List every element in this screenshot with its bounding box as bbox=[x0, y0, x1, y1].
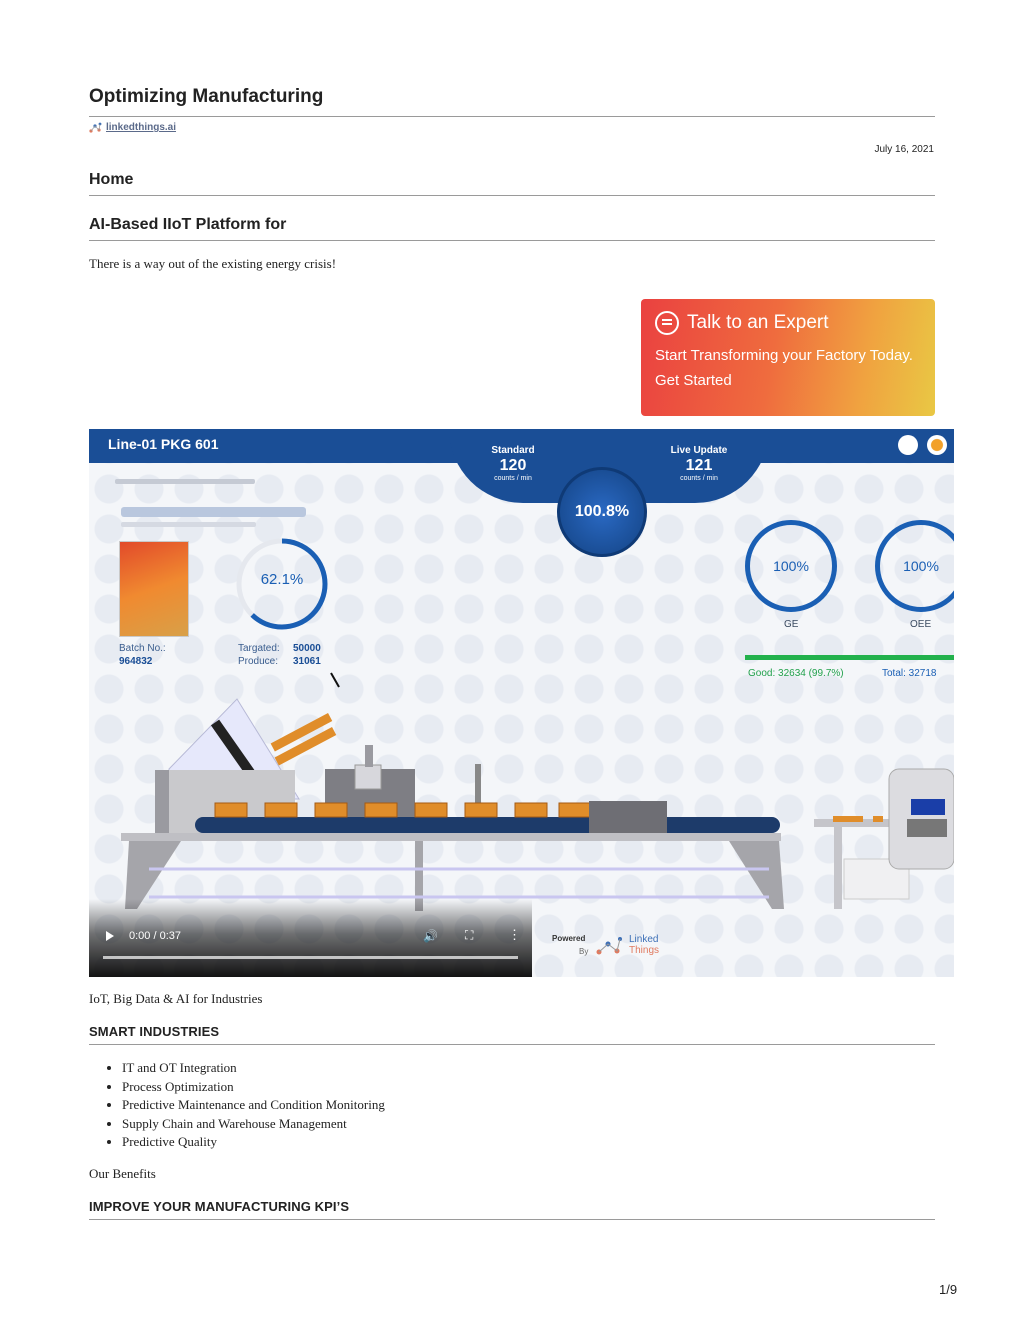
video-time: 0:00 / 0:37 bbox=[129, 930, 181, 942]
publish-date: July 16, 2021 bbox=[874, 144, 935, 155]
good-count: Good: 32634 (99.7%) bbox=[748, 668, 844, 679]
linkedthings-logo-icon bbox=[89, 122, 102, 133]
production-progress-ring bbox=[236, 538, 328, 630]
ge-ring: 100% bbox=[745, 520, 837, 612]
settings-icon[interactable] bbox=[898, 435, 918, 455]
video-progress-bar[interactable] bbox=[103, 956, 518, 959]
produce-label: Produce: bbox=[238, 656, 279, 667]
page-number: 1/9 bbox=[939, 1282, 958, 1297]
smart-industries-divider bbox=[89, 1044, 935, 1045]
home-divider bbox=[89, 195, 935, 196]
source-line: linkedthings.ai bbox=[89, 122, 176, 133]
standard-metric: Standard 120 counts / min bbox=[491, 445, 535, 482]
benefits-caption: Our Benefits bbox=[89, 1166, 156, 1181]
list-item: Predictive Quality bbox=[122, 1133, 385, 1152]
list-item: Predictive Maintenance and Condition Mon… bbox=[122, 1096, 385, 1115]
get-started-link[interactable]: Get Started bbox=[655, 372, 732, 389]
fullscreen-icon[interactable]: ⛶ bbox=[465, 928, 474, 942]
good-ratio-bar bbox=[745, 655, 954, 660]
progress-percent: 62.1% bbox=[260, 571, 304, 588]
powered-label: Powered bbox=[552, 934, 586, 943]
linkedthings-brand-icon bbox=[596, 937, 622, 955]
industries-list: IT and OT Integration Process Optimizati… bbox=[122, 1059, 385, 1152]
produce-value: 31061 bbox=[293, 656, 321, 667]
ge-label: GE bbox=[784, 619, 799, 630]
live-update-metric: Live Update 121 counts / min bbox=[670, 445, 728, 482]
dashboard-video[interactable]: Line-01 PKG 601 Standard 120 counts / mi… bbox=[89, 429, 954, 977]
cta-title: Talk to an Expert bbox=[687, 312, 829, 333]
oee-label: OEE bbox=[910, 619, 932, 630]
video-controls: 0:00 / 0:37 🔊 ⛶ ⋮ bbox=[89, 899, 532, 977]
home-heading: Home bbox=[89, 171, 134, 188]
total-count: Total: 32718 bbox=[882, 668, 937, 679]
oee-ring: 100% bbox=[875, 520, 954, 612]
list-item: Supply Chain and Warehouse Management bbox=[122, 1115, 385, 1134]
batch-value: 964832 bbox=[119, 656, 153, 667]
iot-caption: IoT, Big Data & AI for Industries bbox=[89, 991, 263, 1006]
targeted-label: Targated: bbox=[238, 643, 280, 654]
source-link[interactable]: linkedthings.ai bbox=[106, 122, 177, 133]
smart-industries-heading: SMART INDUSTRIES bbox=[89, 1024, 220, 1039]
list-item: Process Optimization bbox=[122, 1078, 385, 1097]
page-title: Optimizing Manufacturing bbox=[89, 86, 324, 107]
status-light-icon bbox=[927, 435, 947, 455]
intro-text: There is a way out of the existing energ… bbox=[89, 256, 337, 271]
batch-label: Batch No.: bbox=[119, 643, 166, 654]
talk-to-expert-banner[interactable]: Talk to an Expert Start Transforming you… bbox=[641, 299, 935, 416]
brand-linked: Linked bbox=[629, 934, 659, 945]
rate-circle: 100.8% bbox=[557, 467, 647, 557]
platform-divider bbox=[89, 240, 935, 241]
packaging-line-illustration bbox=[121, 672, 954, 911]
by-label: By bbox=[579, 947, 589, 956]
line-title: Line-01 PKG 601 bbox=[108, 436, 219, 452]
cta-subtitle: Start Transforming your Factory Today. bbox=[655, 347, 913, 364]
more-options-icon[interactable]: ⋮ bbox=[508, 927, 521, 942]
platform-heading: AI-Based IIoT Platform for bbox=[89, 216, 287, 233]
brand-things: Things bbox=[629, 945, 660, 956]
targeted-value: 50000 bbox=[293, 643, 321, 654]
chat-icon bbox=[655, 311, 679, 335]
list-item: IT and OT Integration bbox=[122, 1059, 385, 1078]
title-divider bbox=[89, 116, 935, 117]
product-image bbox=[119, 541, 189, 637]
kpi-heading: IMPROVE YOUR MANUFACTURING KPI’S bbox=[89, 1199, 350, 1214]
play-button[interactable] bbox=[106, 931, 114, 941]
volume-icon[interactable]: 🔊 bbox=[423, 929, 438, 943]
kpi-divider bbox=[89, 1219, 935, 1220]
